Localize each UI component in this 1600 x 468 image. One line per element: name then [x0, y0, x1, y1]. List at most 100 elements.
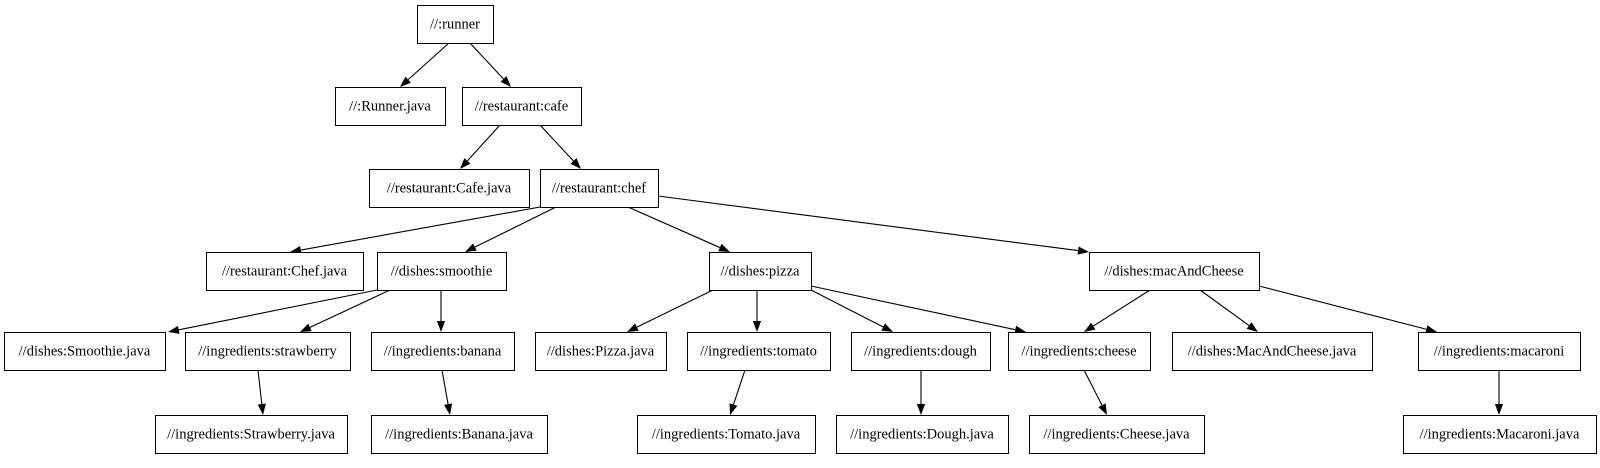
edge-arrowhead — [1494, 404, 1504, 415]
node-cheese_java[interactable]: //ingredients:Cheese.java — [1029, 415, 1205, 454]
edge-line — [539, 124, 574, 162]
node-dough_java[interactable]: //ingredients:Dough.java — [836, 415, 1009, 454]
edge-arrowhead — [436, 321, 446, 332]
edge-line — [627, 206, 721, 249]
node-label: //dishes:Pizza.java — [547, 343, 655, 359]
node-label: //:runner — [430, 16, 480, 32]
node-box[interactable] — [1089, 252, 1260, 291]
edge-arrowhead — [168, 325, 180, 334]
edge-restaurant_chef-to-dishes_smoothie — [465, 206, 557, 252]
edge-line — [732, 369, 746, 405]
edge-arrowhead — [257, 403, 266, 415]
node-label: //restaurant:chef — [552, 180, 646, 196]
node-box[interactable] — [1029, 415, 1205, 454]
edge-arrowhead — [444, 403, 453, 415]
edge-arrowhead — [718, 243, 730, 252]
node-label: //ingredients:cheese — [1021, 343, 1136, 359]
node-box[interactable] — [540, 169, 659, 208]
node-label: //restaurant:Cafe.java — [387, 180, 512, 196]
edge-arrowhead — [1014, 325, 1026, 334]
edge-dishes_pizza-to-pizza_java — [627, 289, 714, 332]
node-ing_macaroni[interactable]: //ingredients:macaroni — [1418, 332, 1581, 371]
node-box[interactable] — [851, 332, 991, 371]
node-box[interactable] — [836, 415, 1009, 454]
node-mac_java[interactable]: //dishes:MacAndCheese.java — [1172, 332, 1373, 371]
node-label: //ingredients:banana — [384, 343, 502, 359]
node-runner_java[interactable]: //:Runner.java — [335, 87, 446, 126]
node-banana_java[interactable]: //ingredients:Banana.java — [371, 415, 548, 454]
edge-line — [1199, 289, 1250, 326]
edge-restaurant_cafe-to-cafe_java — [460, 124, 501, 169]
node-box[interactable] — [1403, 415, 1597, 454]
edge-dishes_smoothie-to-ing_strawberry — [300, 289, 391, 332]
node-label: //ingredients:dough — [864, 343, 978, 359]
edge-line — [469, 42, 504, 80]
edge-arrowhead — [752, 321, 762, 332]
edge-arrowhead — [1084, 322, 1096, 332]
node-label: //ingredients:Banana.java — [385, 426, 533, 442]
edge-ing_dough-to-dough_java — [916, 370, 926, 415]
node-box[interactable] — [206, 252, 364, 291]
node-dishes_mac[interactable]: //dishes:macAndCheese — [1089, 252, 1260, 291]
node-label: //restaurant:Chef.java — [222, 263, 348, 279]
node-ing_strawberry[interactable]: //ingredients:strawberry — [185, 332, 351, 371]
edge-line — [1092, 289, 1151, 327]
node-box[interactable] — [185, 332, 351, 371]
edge-runner-to-runner_java — [400, 42, 450, 87]
node-box[interactable] — [1008, 332, 1151, 371]
node-cafe_java[interactable]: //restaurant:Cafe.java — [369, 169, 530, 208]
node-box[interactable] — [371, 332, 515, 371]
node-dishes_pizza[interactable]: //dishes:pizza — [709, 252, 812, 291]
edge-restaurant_chef-to-dishes_pizza — [627, 206, 730, 252]
node-box[interactable] — [637, 415, 816, 454]
node-box[interactable] — [369, 169, 530, 208]
edge-line — [474, 206, 557, 248]
edge-line — [1083, 369, 1103, 406]
nodes-layer: //:runner //:Runner.java //restaurant:cafe… — [4, 5, 1597, 454]
edge-arrowhead — [627, 323, 639, 332]
node-label: //dishes:macAndCheese — [1104, 263, 1243, 279]
node-box[interactable] — [709, 252, 812, 291]
node-box[interactable] — [417, 5, 494, 44]
edge-line — [300, 206, 541, 251]
edge-arrowhead — [500, 76, 511, 87]
node-box[interactable] — [155, 415, 348, 454]
edge-arrowhead — [729, 403, 738, 415]
node-dishes_smoothie[interactable]: //dishes:smoothie — [377, 252, 507, 291]
node-label: //ingredients:Strawberry.java — [167, 426, 335, 442]
node-box[interactable] — [335, 87, 446, 126]
node-box[interactable] — [371, 415, 548, 454]
node-tomato_java[interactable]: //ingredients:Tomato.java — [637, 415, 816, 454]
node-restaurant_cafe[interactable]: //restaurant:cafe — [462, 87, 582, 126]
node-box[interactable] — [687, 332, 831, 371]
node-ing_banana[interactable]: //ingredients:banana — [371, 332, 515, 371]
node-label: //restaurant:cafe — [475, 98, 568, 114]
edge-line — [441, 369, 449, 405]
edge-restaurant_chef-to-dishes_mac — [657, 195, 1089, 255]
edge-arrowhead — [465, 243, 477, 252]
node-box[interactable] — [1418, 332, 1581, 371]
node-box[interactable] — [1172, 332, 1373, 371]
node-box[interactable] — [377, 252, 507, 291]
node-pizza_java[interactable]: //dishes:Pizza.java — [535, 332, 667, 371]
node-box[interactable] — [462, 87, 582, 126]
node-smoothie_java[interactable]: //dishes:Smoothie.java — [4, 332, 166, 371]
node-chef_java[interactable]: //restaurant:Chef.java — [206, 252, 364, 291]
edge-dishes_mac-to-ing_macaroni — [1258, 285, 1437, 334]
node-ing_dough[interactable]: //ingredients:dough — [851, 332, 991, 371]
node-box[interactable] — [4, 332, 166, 371]
node-restaurant_chef[interactable]: //restaurant:chef — [540, 169, 659, 208]
node-strawberry_java[interactable]: //ingredients:Strawberry.java — [155, 415, 348, 454]
node-ing_cheese[interactable]: //ingredients:cheese — [1008, 332, 1151, 371]
node-label: //dishes:MacAndCheese.java — [1188, 343, 1357, 359]
node-label: //ingredients:Tomato.java — [652, 426, 801, 442]
node-macaroni_java[interactable]: //ingredients:Macaroni.java — [1403, 415, 1597, 454]
edge-ing_cheese-to-cheese_java — [1083, 369, 1107, 415]
edge-dishes_smoothie-to-smoothie_java — [168, 289, 378, 334]
edge-runner-to-restaurant_cafe — [469, 42, 511, 87]
edge-line — [636, 289, 714, 328]
node-runner[interactable]: //:runner — [417, 5, 494, 44]
node-box[interactable] — [535, 332, 667, 371]
edge-arrowhead — [1425, 325, 1437, 334]
node-ing_tomato[interactable]: //ingredients:tomato — [687, 332, 831, 371]
